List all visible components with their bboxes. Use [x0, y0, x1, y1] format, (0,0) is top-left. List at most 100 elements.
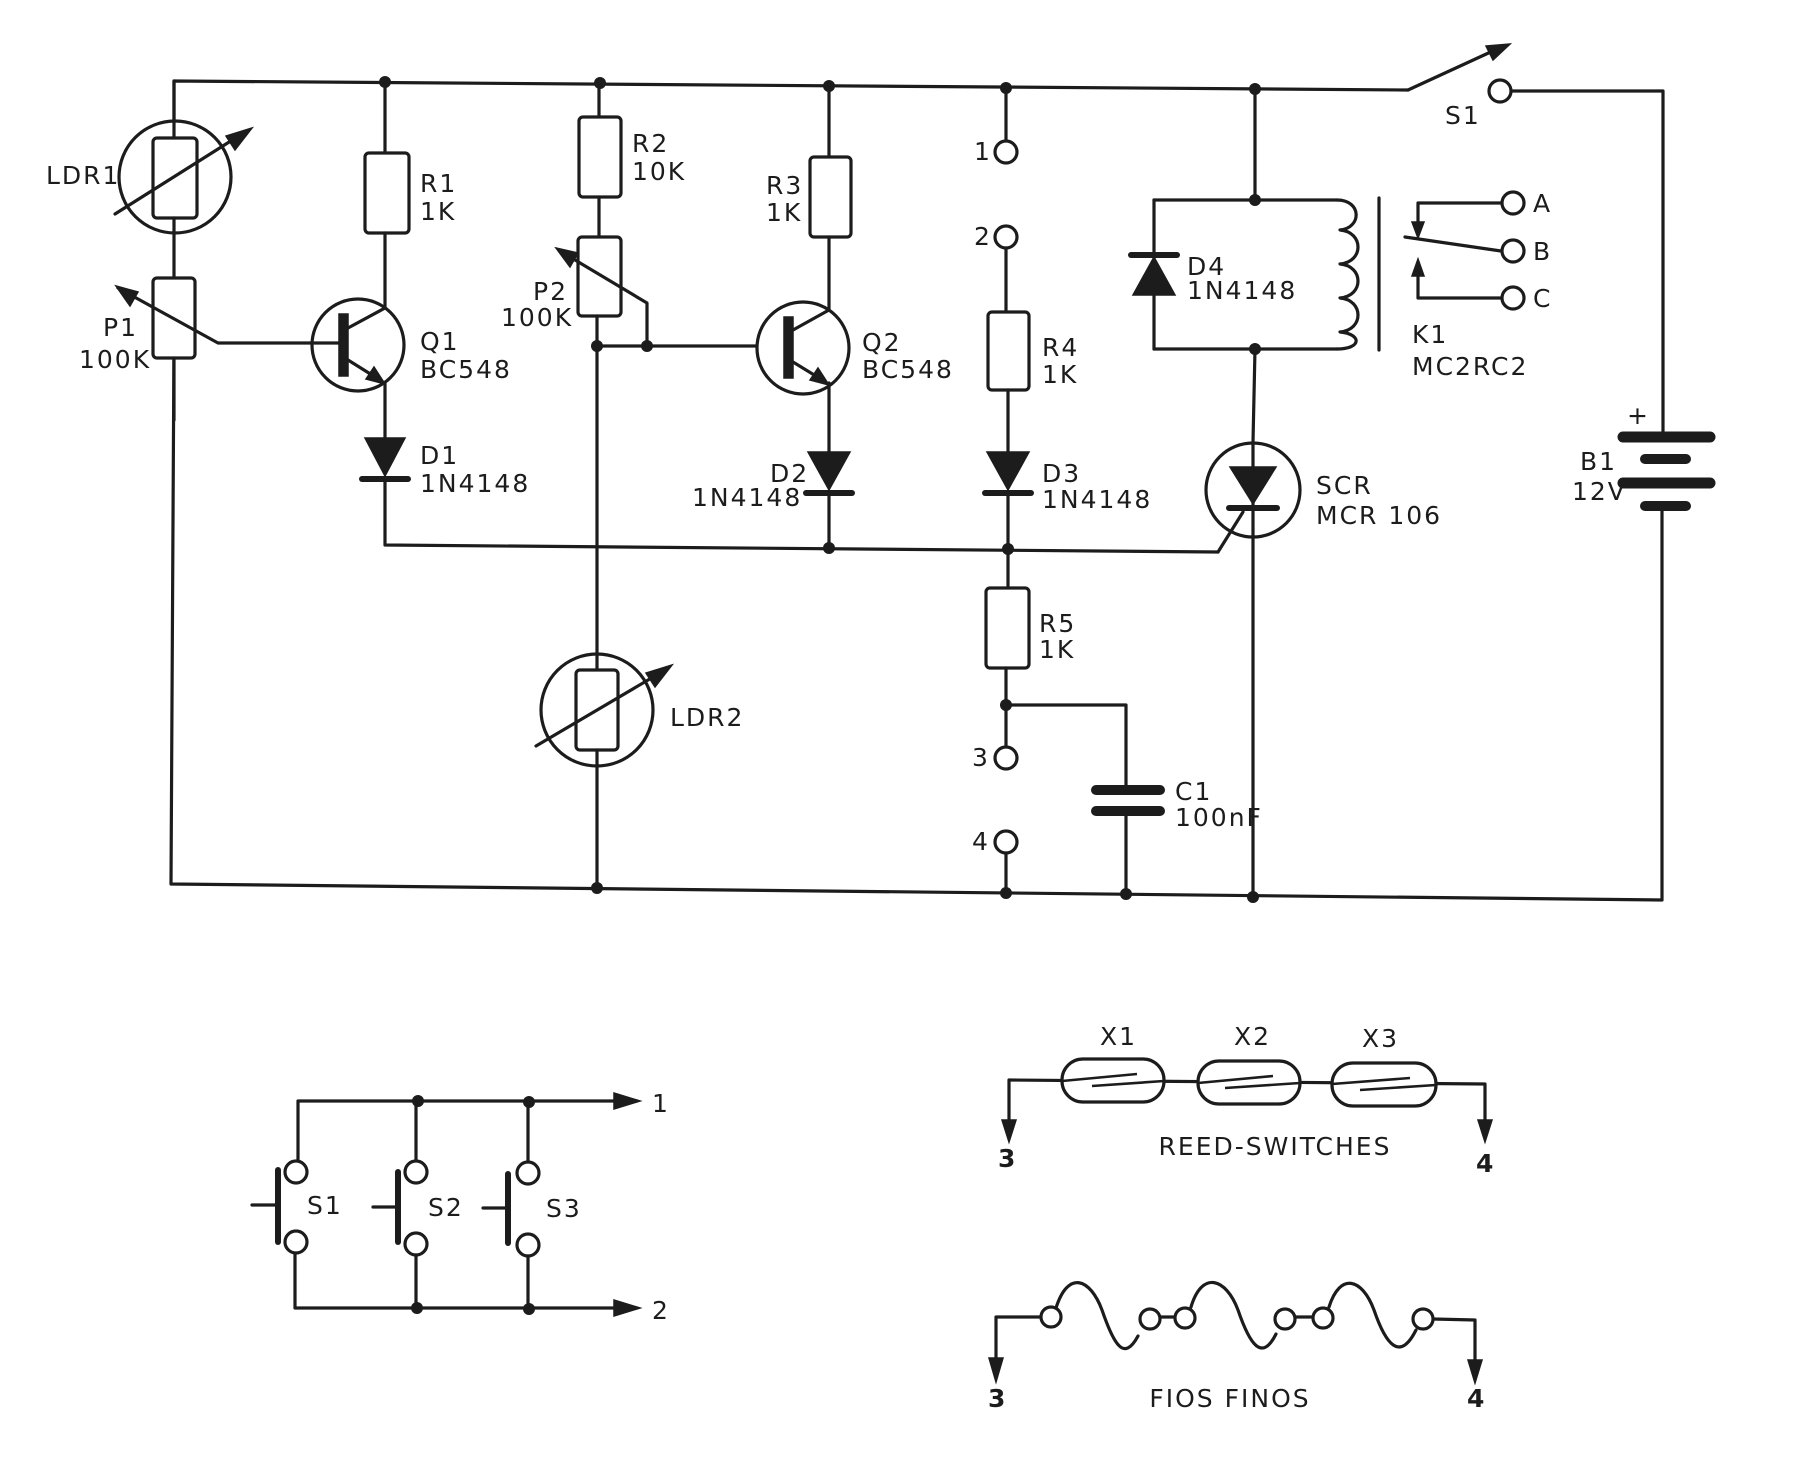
pushbutton-s3-label: S3	[546, 1194, 582, 1223]
light-arrow-icon	[644, 663, 675, 689]
d4-value: 1N4148	[1187, 276, 1297, 305]
relay-coil	[1335, 198, 1360, 351]
contact-b[interactable]	[1500, 238, 1526, 264]
q2-value: BC548	[862, 355, 954, 384]
battery-plus-sign: +	[1627, 401, 1650, 430]
r2-value: 10K	[632, 157, 686, 186]
potentiometer-p2: P2 100K	[501, 235, 762, 348]
power-switch-s1[interactable]: S1	[1406, 43, 1513, 130]
reed-x3-label: X3	[1362, 1024, 1399, 1053]
terminal-4[interactable]	[993, 829, 1019, 855]
contact-a-label: A	[1533, 189, 1552, 218]
junction-dots	[379, 76, 1261, 903]
r2-ref: R2	[632, 129, 669, 158]
ldr1: LDR1	[46, 79, 255, 280]
scr-ref: SCR	[1316, 471, 1373, 500]
r3-ref: R3	[766, 171, 803, 200]
scr: SCR MCR 106	[1204, 347, 1442, 901]
end-arrow-icon	[1000, 1119, 1018, 1145]
r1-value: 1K	[420, 197, 456, 226]
p1-value: 100K	[79, 345, 151, 374]
d2-ref: D2	[770, 459, 809, 488]
p2-value: 100K	[501, 303, 573, 332]
terminal-4-label: 4	[972, 827, 990, 856]
b1-value: 12V	[1572, 477, 1627, 506]
ldr2: LDR2	[534, 344, 742, 890]
p2-ref: P2	[533, 277, 568, 306]
output-arrow-icon	[613, 1091, 643, 1111]
transistor-q2: Q2 BC548	[755, 300, 954, 454]
relay-k1: A B C K1 MC2RC2	[1152, 86, 1552, 381]
terminal-3-label: 3	[972, 743, 990, 772]
fine-wire-segment	[1327, 1281, 1418, 1349]
thin-wire-figure: 3 4 FIOS FINOS	[988, 1281, 1486, 1413]
reed-x2-label: X2	[1234, 1022, 1271, 1051]
relay-blade	[1403, 235, 1503, 253]
wire-end-4: 4	[1467, 1384, 1486, 1413]
resistor-r5: R5 1K	[984, 586, 1128, 792]
pushbutton-s1[interactable]: S1	[250, 1159, 343, 1255]
end-arrow-icon	[1466, 1359, 1484, 1386]
p1-ref: P1	[103, 313, 138, 342]
r3-value: 1K	[766, 198, 802, 227]
s1-label: S1	[1445, 101, 1481, 130]
reed-end-3: 3	[998, 1144, 1017, 1173]
pushbutton-s1-label: S1	[307, 1191, 343, 1220]
light-arrow-icon	[224, 126, 255, 152]
d3-ref: D3	[1042, 459, 1081, 488]
resistor-r4: R4 1K	[986, 310, 1079, 454]
contact-a[interactable]	[1500, 190, 1526, 216]
terminal-2[interactable]	[993, 224, 1019, 250]
q1-ref: Q1	[420, 327, 460, 356]
d2-value: 1N4148	[692, 483, 802, 512]
diode-d3: D3 1N4148	[982, 451, 1152, 590]
diode-d1: D1 1N4148	[359, 437, 1220, 554]
capacitor-c1: C1 100nF	[1091, 777, 1263, 896]
reed-switch-x3: X3	[1330, 1024, 1438, 1108]
q1-value: BC548	[420, 355, 512, 384]
terminals-3-4: 3 4	[972, 743, 1019, 895]
k1-ref: K1	[1412, 320, 1448, 349]
r4-value: 1K	[1042, 360, 1078, 389]
terminal-2-label: 2	[974, 222, 992, 251]
pushbutton-s3[interactable]: S3	[481, 1099, 582, 1310]
d3-value: 1N4148	[1042, 485, 1152, 514]
d1-value: 1N4148	[420, 469, 530, 498]
scr-value: MCR 106	[1316, 501, 1442, 530]
reed-caption: REED-SWITCHES	[1159, 1132, 1392, 1161]
wiper-arrow-icon	[554, 246, 580, 269]
pushbutton-s2[interactable]: S2	[371, 1099, 464, 1310]
fine-wire-segment	[1189, 1281, 1278, 1350]
resistor-r3: R3 1K	[766, 84, 853, 312]
c1-ref: C1	[1175, 777, 1212, 806]
d1-ref: D1	[420, 441, 459, 470]
terminal-1[interactable]	[993, 139, 1019, 165]
reed-switch-x2: X2	[1196, 1022, 1302, 1106]
wire-caption: FIOS FINOS	[1149, 1384, 1310, 1413]
resistor-r1: R1 1K	[363, 80, 456, 312]
r5-value: 1K	[1039, 635, 1075, 664]
fine-wire-segment	[1054, 1281, 1140, 1351]
terminal-3[interactable]	[993, 745, 1019, 771]
diode-d2: D2 1N4148	[692, 451, 855, 550]
contact-c[interactable]	[1500, 285, 1526, 311]
ldr1-label: LDR1	[46, 161, 120, 190]
pushbutton-s2-label: S2	[428, 1193, 464, 1222]
c1-value: 100nF	[1175, 803, 1263, 832]
output-arrow-icon	[613, 1298, 643, 1318]
pushbutton-figure: 1 2 S1 S2 S3	[250, 1089, 670, 1325]
q2-ref: Q2	[862, 328, 902, 357]
potentiometer-p1: P1 100K	[79, 276, 314, 422]
reed-switch-figure: 3 4 X1 X2 X3 REED-SWITCHES	[998, 1022, 1493, 1178]
r5-ref: R5	[1039, 609, 1076, 638]
b1-ref: B1	[1580, 447, 1617, 476]
battery-b1: + B1 12V	[1572, 401, 1716, 511]
wire-end-3: 3	[988, 1384, 1007, 1413]
contact-c-label: C	[1533, 284, 1552, 313]
output-1-label: 1	[652, 1089, 670, 1118]
ground-rail	[169, 338, 1664, 902]
r4-ref: R4	[1042, 333, 1079, 362]
k1-value: MC2RC2	[1412, 352, 1528, 381]
contact-b-label: B	[1533, 237, 1552, 266]
